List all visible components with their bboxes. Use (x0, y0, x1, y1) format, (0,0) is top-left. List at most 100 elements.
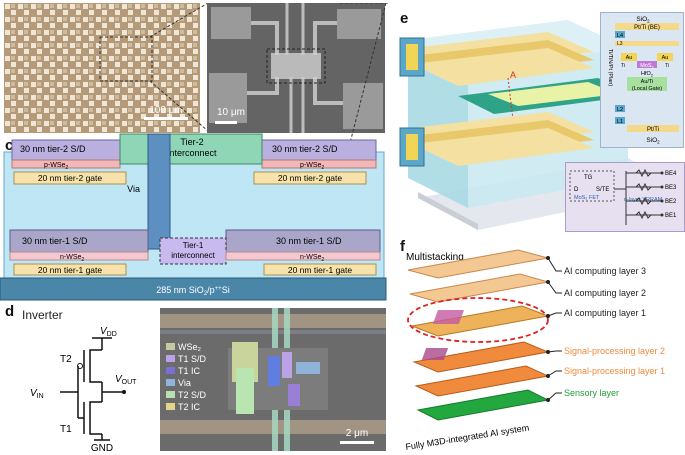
leader-dot (546, 350, 550, 354)
pad-tl (211, 7, 251, 39)
layer-label: Signal-processing layer 2 (564, 346, 665, 356)
layer-label: AI computing layer 3 (564, 266, 646, 276)
circuit-vrram: n-layer VRRAM (624, 197, 663, 203)
leader-dot (546, 314, 550, 318)
be-node (660, 185, 664, 189)
stack-auti: Au/Ti (641, 79, 654, 85)
vout-label: VOUT (115, 374, 137, 386)
tier1-interconnect-label-1: Tier-1 (183, 241, 204, 250)
legend-label: T2 S/D (178, 390, 207, 400)
inverter-schematic: VDD T2 VOUT VIN T1 GND (30, 326, 137, 452)
leader-line (547, 281, 562, 294)
panel-a-micrograph: 100 μm (4, 3, 200, 133)
tier1-gate-left-label: 20 nm tier-1 gate (38, 265, 103, 275)
circuit-ste: S/TE (596, 187, 609, 193)
panel-label-d: d (5, 303, 15, 320)
stack-mos2: MoS2 (640, 63, 654, 70)
be-node (660, 171, 664, 175)
via-region (296, 362, 320, 374)
pad-tr (337, 9, 381, 39)
zoom-box-a (99, 36, 153, 82)
layer-label: Sensory layer (564, 388, 619, 398)
tier2-gate-right (253, 171, 367, 185)
legend-label: T1 S/D (178, 354, 207, 364)
legend-d: WSe₂ T1 S/D T1 IC Via T2 S/D T2 IC (166, 342, 207, 412)
stack-l4: L4 (617, 33, 623, 39)
circuit-d: D (574, 187, 579, 193)
resistor-icon (635, 196, 652, 206)
tier1-sd-right-label: 30 nm tier-1 S/D (276, 236, 342, 246)
ai-layer-1 (410, 305, 550, 337)
circuit-inset-svg: TG D S/TE MoS₂ FET n-layer VRRAM BE4BE3B… (569, 168, 677, 225)
legend-swatch (166, 343, 175, 350)
n-wse2-right-label: n-WSe2 (300, 254, 324, 263)
stack-au-right: Au (662, 55, 669, 61)
panel-e-3d: A A' (399, 20, 682, 230)
t2-label: T2 (60, 354, 72, 365)
stack-l2: L2 (617, 107, 623, 113)
panel-label-c: c (5, 137, 14, 154)
stack-l3: L3 (617, 41, 623, 47)
stack-legend: SiO2 Pt/Ti (BE) L4 L3 Ti/TiN/Pt (Plan) A… (600, 12, 684, 148)
panel-c-cross-section: 30 nm tier-2 S/D 30 nm tier-2 S/D p-WSe2… (0, 133, 387, 301)
circuit-tg: TG (584, 175, 593, 181)
scale-label-a: 100 μm (149, 105, 183, 116)
tier2-gate-left-label: 20 nm tier-2 gate (38, 173, 103, 183)
multistacking-label: Multistacking (406, 252, 464, 263)
chip-array (4, 3, 200, 133)
leader-line (547, 392, 562, 401)
be-label: BE4 (665, 171, 677, 177)
highlight-ellipse (407, 297, 549, 343)
n-wse2-left-label: n-WSe2 (60, 254, 84, 263)
tier1-sd-left-label: 30 nm tier-1 S/D (22, 236, 88, 246)
legend-swatch (166, 379, 175, 386)
tier1-interconnect (159, 237, 227, 265)
scale-bar-a (144, 117, 188, 120)
marker-a: A (510, 70, 516, 80)
t1-sd-region (282, 352, 292, 378)
panel-label-e: e (400, 10, 409, 27)
legend-label: T2 IC (178, 402, 201, 412)
tier2-interconnect (119, 133, 263, 165)
resistor-icon (635, 210, 652, 220)
be-label: BE1 (665, 213, 677, 219)
tier2-sd-right-label: 30 nm tier-2 S/D (272, 144, 338, 154)
tier1-gate-right-label: 20 nm tier-1 gate (288, 265, 353, 275)
tier1-gate-left (13, 263, 127, 276)
legend-label: Via (178, 378, 191, 388)
be-node (660, 199, 664, 203)
p-wse2-right-label: p-WSe2 (300, 162, 324, 171)
stack-ti-left: Ti (621, 63, 625, 69)
legend-label: T1 IC (178, 366, 201, 376)
layer-label: AI computing layer 1 (564, 308, 646, 318)
tier2-gate-right-label: 20 nm tier-2 gate (278, 173, 343, 183)
be-node (660, 213, 664, 217)
tier1-interconnect-label-2: interconnect (171, 251, 215, 260)
stack-plan: Ti/TiN/Pt (Plan) (607, 49, 613, 86)
tier2-interconnect-label-1: Tier-2 (180, 137, 203, 147)
leader-line (547, 257, 562, 272)
device-core (271, 53, 321, 79)
stack-local-gate: (Local Gate) (632, 86, 662, 92)
p-wse2-left-label: p-WSe2 (44, 162, 68, 171)
t1-sd-region-2 (288, 384, 300, 406)
leader-line (547, 350, 562, 353)
layer-labels: AI computing layer 3AI computing layer 2… (546, 256, 665, 402)
legend-label: WSe₂ (178, 342, 202, 352)
stack-sio2-bottom: SiO2 (646, 137, 660, 145)
leader-line (547, 312, 562, 317)
stack-ti-right: Ti (665, 63, 669, 69)
leader-dot (546, 398, 550, 402)
panel-f-stack: Multistacking Fully M3D-integrated AI sy… (405, 249, 665, 452)
circuit-fet: MoS₂ FET (574, 195, 600, 201)
stack-l1: L1 (617, 119, 623, 125)
stack-be: Pt/Ti (BE) (634, 25, 660, 31)
stack-hfo2: HfO2 (641, 71, 654, 78)
n-wse2-left (9, 251, 149, 261)
t1-ic-region (268, 356, 280, 386)
t1-label: T1 (60, 424, 72, 435)
tier2-interconnect-label-2: interconnect (167, 148, 217, 158)
leader-dot (546, 280, 550, 284)
vin-label: VIN (30, 388, 44, 400)
